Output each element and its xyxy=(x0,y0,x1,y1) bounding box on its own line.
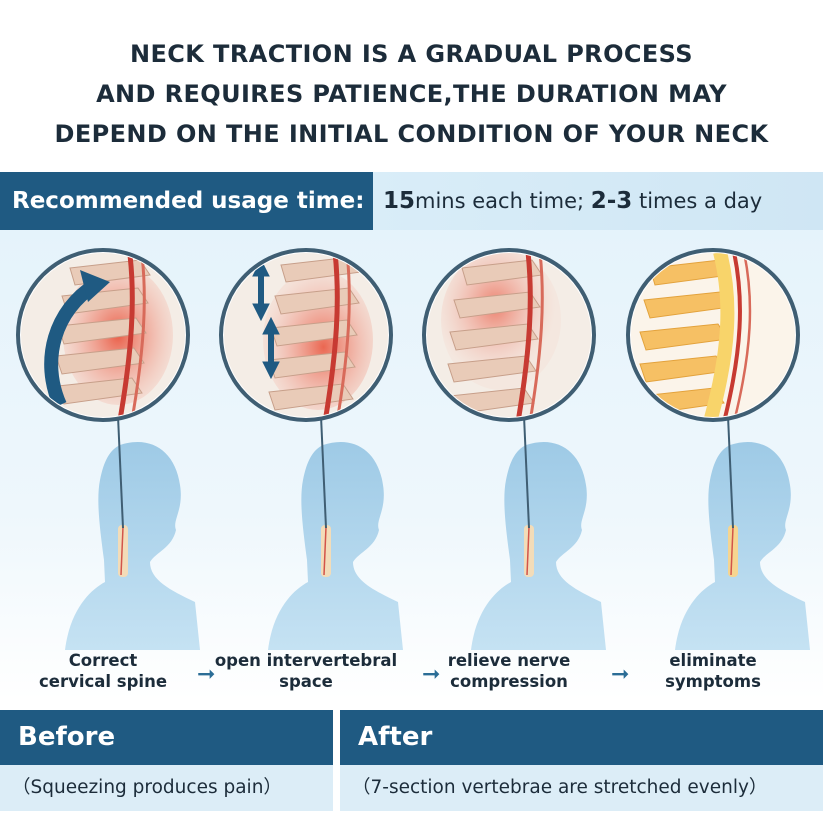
neck-spine-mini xyxy=(321,525,331,577)
head-silhouette xyxy=(471,441,606,650)
neck-spine-mini xyxy=(728,525,738,577)
headline-line-3: DEPEND ON THE INITIAL CONDITION OF YOUR … xyxy=(54,120,769,148)
frequency-text: times a day xyxy=(632,189,763,213)
curved-arrow-icon xyxy=(44,279,99,408)
headline-line-2: AND REQUIRES PATIENCE,THE DURATION MAY xyxy=(96,80,727,108)
callout-line xyxy=(117,415,124,529)
stretch-arrows-icon xyxy=(252,258,280,380)
callout-line xyxy=(320,415,327,529)
stage-3-illustration xyxy=(422,248,606,650)
zoom-circle-ring xyxy=(422,248,596,422)
before-header: Before xyxy=(0,710,333,765)
zoom-circle-ring xyxy=(626,248,800,422)
spine-closeup xyxy=(631,253,795,417)
callout-line xyxy=(727,415,734,529)
zoom-circle-ring xyxy=(219,248,393,422)
spine-closeup xyxy=(427,253,591,417)
headline-line-1: NECK TRACTION IS A GRADUAL PROCESS xyxy=(130,40,693,68)
stage-1-illustration xyxy=(16,248,200,650)
after-caption: （7-section vertebrae are stretched evenl… xyxy=(340,765,823,811)
step-arrow-icon: ➞ xyxy=(197,662,216,687)
before-caption: （Squeezing produces pain） xyxy=(0,765,333,811)
zoom-circle-ring xyxy=(16,248,190,422)
step-arrow-icon: ➞ xyxy=(422,662,441,687)
spine-closeup xyxy=(224,253,388,417)
neck-spine-mini xyxy=(524,525,534,577)
neck-spine-mini xyxy=(118,525,128,577)
head-silhouette xyxy=(268,441,403,650)
head-silhouette xyxy=(675,441,810,650)
callout-line xyxy=(523,415,530,529)
headline: NECK TRACTION IS A GRADUAL PROCESS AND R… xyxy=(0,34,823,154)
duration-number: 15 xyxy=(383,188,416,214)
usage-label: Recommended usage time: xyxy=(0,172,373,230)
duration-text: mins each time; xyxy=(415,189,591,213)
spine-closeup xyxy=(21,253,185,417)
usage-banner: Recommended usage time: 15mins each time… xyxy=(0,172,823,230)
curved-arrow-head xyxy=(80,270,110,302)
frequency-number: 2-3 xyxy=(590,188,633,214)
after-header: After xyxy=(340,710,823,765)
usage-value: 15mins each time; 2-3 times a day xyxy=(373,172,823,230)
stage-4-illustration xyxy=(626,248,810,650)
step-arrow-icon: ➞ xyxy=(611,662,630,687)
stage-2-illustration xyxy=(219,248,403,650)
head-silhouette xyxy=(65,441,200,650)
